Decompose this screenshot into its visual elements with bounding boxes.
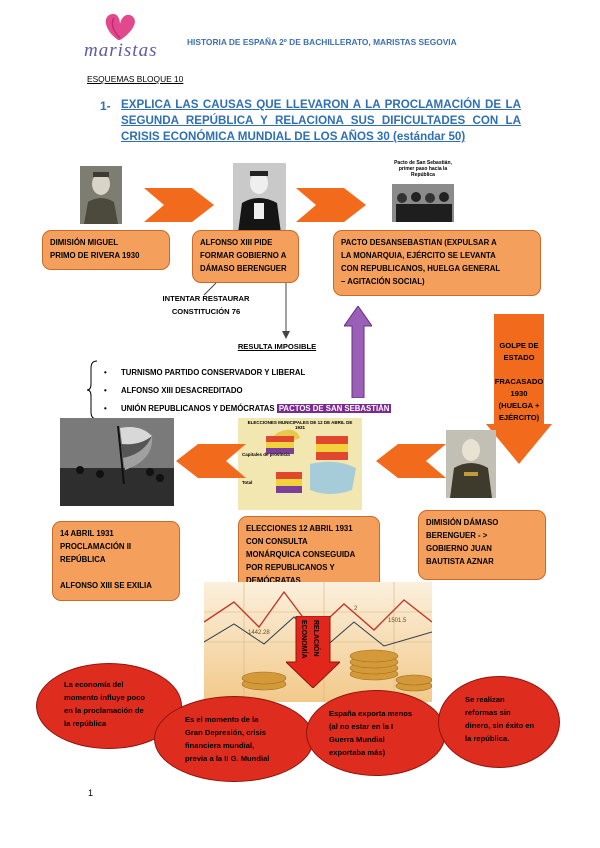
arrow-left-icon (176, 444, 246, 478)
ellipse-line: Gran Depresión, crisis (185, 728, 267, 737)
arrow-right-icon (296, 188, 366, 222)
pactos-highlight: PACTOS DE SAN SEBASTIÁN (276, 404, 392, 413)
ellipse-line: Es el momento de la (185, 715, 259, 724)
note-resulta-imposible: RESULTA IMPOSIBLE (237, 342, 317, 351)
box-line: ALFONSO XIII SE EXILIA (60, 581, 152, 590)
arrow-left-icon (376, 444, 446, 478)
brace-icon (86, 360, 98, 420)
election-map-image: ELECCIONES MUNICIPALES DE 12 DE ABRIL DE… (238, 418, 362, 510)
ellipse-line: en la proclamación de (64, 706, 144, 715)
ellipse-line: reformas sin (465, 708, 511, 717)
box-line: DÁMASO BERENGUER (200, 264, 287, 273)
arrow-down-icon (486, 314, 552, 464)
list-item: ALFONSO XIII DESACREDITADO (104, 382, 391, 400)
box-line: 14 ABRIL 1931 (60, 529, 114, 538)
box-line: POR REPUBLICANOS Y (246, 563, 335, 572)
question-line: CRISIS ECONÓMICA MUNDIAL DE LOS AÑOS 30 … (121, 130, 466, 143)
map-label: Capitales de provincia (242, 452, 290, 457)
ellipse-line: momento influye poco (64, 693, 146, 702)
list-item: UNIÓN REPUBLICANOS Y DEMÓCRATAS PACTOS D… (104, 400, 392, 418)
question-number: 1- (100, 99, 111, 113)
note-line: EJÉRCITO) (498, 413, 540, 422)
ellipse-line: la república. (465, 734, 510, 743)
note-line: 1930 (510, 389, 528, 398)
ellipse-espana-exporta: España exporta menos (al no estar en la … (306, 690, 446, 776)
box-line: CON CONSULTA (246, 537, 308, 546)
chart-label: 1501.5 (388, 618, 407, 624)
section-label: ESQUEMAS BLOQUE 10 (87, 74, 184, 84)
question-line: EXPLICA LAS CAUSAS QUE LLEVARON A LA PRO… (121, 98, 521, 111)
box-line: DIMISIÓN DÁMASO (426, 518, 499, 527)
note-line: INTENTAR RESTAURAR (162, 294, 250, 303)
map-title: ELECCIONES MUNICIPALES DE 12 DE ABRIL DE… (247, 420, 353, 430)
map-flags (266, 429, 356, 494)
question-line: SEGUNDA REPÚBLICA Y RELACIONA SUS DIFICU… (121, 114, 521, 127)
box-line: MONÁRQUICA CONSEGUIDA (246, 550, 356, 559)
pacto-san-sebastian-photo (392, 184, 454, 222)
box-line: – AGITACIÓN SOCIAL) (341, 277, 425, 286)
note-restaurar: INTENTAR RESTAURAR CONSTITUCIÓN 76 (146, 292, 266, 318)
arrow-down-icon (286, 616, 340, 688)
pacto-photo-caption: Pacto de San Sebastián, primer paso haci… (394, 160, 452, 178)
maristas-logo (105, 13, 135, 41)
box-pacto-sansebastian: PACTO DESANSEBASTIAN (EXPULSAR A LA MONA… (333, 230, 541, 296)
chart-label: 1442.28 (248, 630, 270, 636)
box-alfonso-berenguer: ALFONSO XIII PIDE FORMAR GOBIERNO A DÁMA… (192, 230, 299, 283)
note-line: GOLPE DE (499, 341, 539, 350)
box-line: PROCLAMACIÓN II (60, 542, 132, 551)
box-line: LA MONARQUIA, EJÉRCITO SE LEVANTA (341, 251, 496, 260)
berenguer-photo (446, 430, 496, 498)
page-number: 1 (88, 788, 94, 798)
box-line: REPÚBLICA (60, 555, 106, 564)
box-dimision-primo: DIMISIÓN MIGUEL PRIMO DE RIVERA 1930 (42, 230, 170, 270)
arrow-right-icon (144, 188, 214, 222)
causes-list: TURNISMO PARTIDO CONSERVADOR Y LIBERAL A… (104, 364, 392, 418)
box-line: ALFONSO XIII PIDE (200, 238, 273, 247)
note-line (488, 364, 550, 376)
logo-text: maristas (84, 40, 158, 61)
box-line: BERENGUER - > (426, 531, 488, 540)
note-line: ESTADO (503, 353, 535, 362)
box-line (60, 566, 172, 579)
ellipse-line: exportaba más) (329, 748, 386, 757)
box-line: GOBIERNO JUAN (426, 544, 492, 553)
ellipse-line: España exporta menos (329, 709, 413, 718)
box-line: PACTO DESANSEBASTIAN (EXPULSAR A (341, 238, 497, 247)
chart-label: 2 (354, 606, 358, 612)
box-dimision-berenguer: DIMISIÓN DÁMASO BERENGUER - > GOBIERNO J… (418, 510, 546, 580)
box-line: DIMISIÓN MIGUEL (50, 238, 119, 247)
question-text: EXPLICA LAS CAUSAS QUE LLEVARON A LA PRO… (121, 97, 521, 145)
note-economia: ECONOMÍA (300, 620, 307, 659)
note-golpe-estado: GOLPE DE ESTADO FRACASADO 1930 (HUELGA +… (488, 340, 550, 424)
ellipse-gran-depresion: Es el momento de la Gran Depresión, cris… (154, 696, 314, 782)
alfonso-xiii-photo (233, 163, 286, 233)
proclamation-crowd-photo (60, 418, 174, 506)
ellipse-reformas: Se realizan reformas sin dinero, sin éxi… (438, 676, 560, 768)
note-line: CONSTITUCIÓN 76 (171, 307, 241, 316)
ellipse-line: la república (64, 719, 107, 728)
document-header: HISTORIA DE ESPAÑA 2º DE BACHILLERATO, M… (187, 37, 457, 47)
ellipse-line: Guerra Mundial (329, 735, 385, 744)
connector-lines (203, 283, 290, 339)
ellipse-line: dinero, sin éxito en (465, 721, 535, 730)
list-item: TURNISMO PARTIDO CONSERVADOR Y LIBERAL (104, 364, 391, 382)
note-line: (HUELGA + (498, 401, 540, 410)
ellipse-line: Se realizan (465, 695, 505, 704)
ellipse-line: (al no estar en la I (329, 722, 394, 731)
arrow-up-icon (344, 306, 372, 398)
box-line: BAUTISTA AZNAR (426, 557, 494, 566)
box-proclamacion: 14 ABRIL 1931 PROCLAMACIÓN II REPÚBLICA … (52, 521, 180, 601)
box-line: ELECCIONES 12 ABRIL 1931 (246, 524, 353, 533)
note-relacion: RELACIÓN (312, 620, 319, 657)
ellipse-line: La economía del (64, 680, 124, 689)
ellipse-line: financiera mundial, (185, 741, 255, 750)
note-line: FRACASADO (494, 377, 544, 386)
box-line: CON REPUBLICANOS, HUELGA GENERAL (341, 264, 501, 273)
box-line: FORMAR GOBIERNO A (200, 251, 287, 260)
map-label: Total (242, 480, 253, 485)
ellipse-line: previa a la II G. Mundial (185, 754, 270, 763)
primo-de-rivera-photo (80, 166, 122, 224)
box-line: PRIMO DE RIVERA 1930 (50, 251, 140, 260)
box-line: DEMÓCRATAS (246, 576, 301, 585)
